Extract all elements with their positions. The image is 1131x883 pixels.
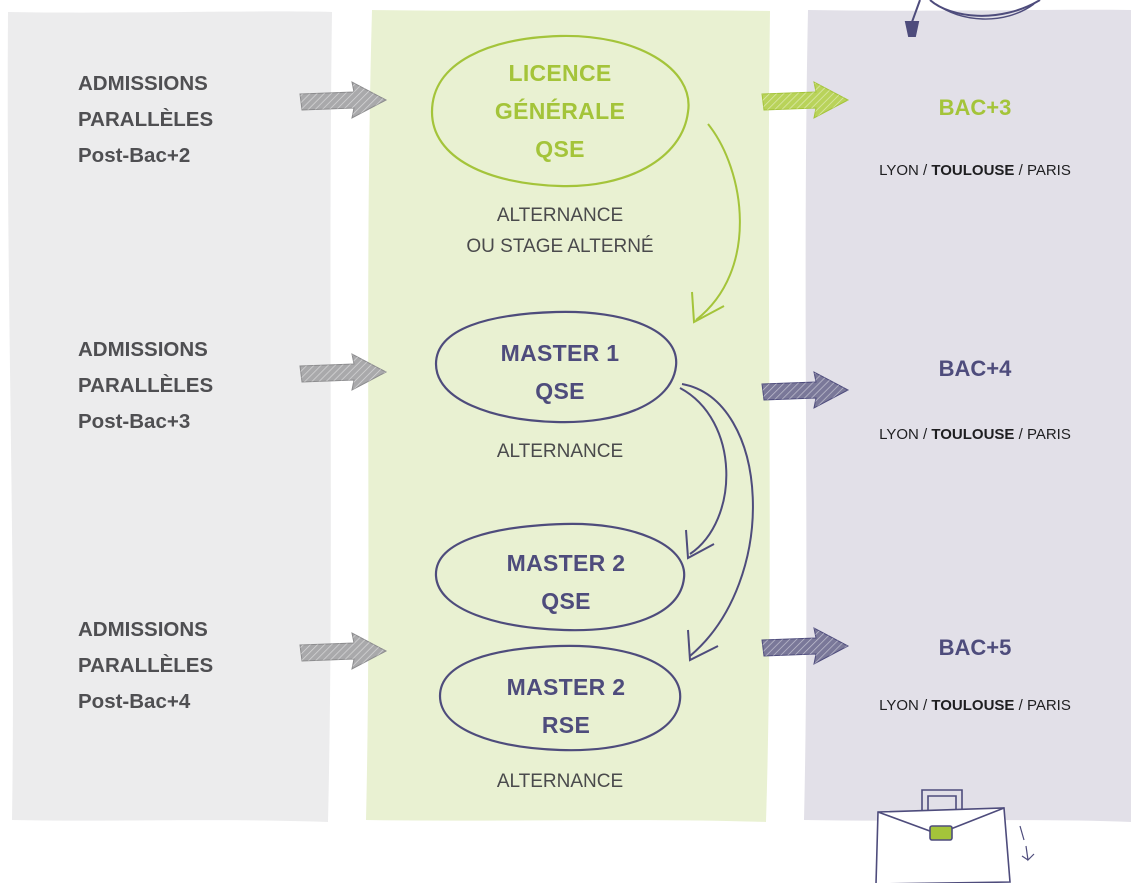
city-text: / PARIS [1014, 426, 1071, 443]
left-column-bg [7, 11, 332, 822]
city-highlight: TOULOUSE [931, 697, 1015, 714]
city-text: / PARIS [1014, 697, 1071, 714]
admission-post-bac4: ADMISSIONS PARALLÈLES Post-Bac+4 [78, 612, 298, 720]
admission-level: Post-Bac+3 [78, 410, 191, 433]
curve-arrow-master1-to-master2rse [681, 383, 754, 662]
city-text: LYON / [879, 162, 932, 179]
program-line: LICENCE [508, 60, 612, 86]
curve-arrow-master1-to-master2qse [679, 387, 728, 560]
cities-bac3: LYON / TOULOUSE / PARIS [835, 162, 1115, 179]
green-arrow-bac3 [761, 81, 850, 119]
cities-bac4: LYON / TOULOUSE / PARIS [835, 426, 1115, 443]
admission-level: Post-Bac+4 [78, 690, 191, 713]
program-line: QSE [535, 378, 585, 404]
gray-arrow-3 [299, 632, 388, 670]
navy-arrow-bac4 [761, 371, 850, 409]
admission-title: ADMISSIONS [78, 72, 208, 95]
program-line: RSE [541, 712, 591, 738]
licence-ellipse [430, 34, 690, 188]
licence-generale-qse: LICENCE GÉNÉRALE QSE [440, 54, 680, 168]
city-text: / PARIS [1014, 162, 1071, 179]
admission-post-bac3: ADMISSIONS PARALLÈLES Post-Bac+3 [78, 332, 298, 440]
level-bac4: BAC+4 [938, 356, 1012, 381]
level-bac5: BAC+5 [938, 635, 1012, 660]
master2-rse-ellipse [438, 644, 682, 752]
middle-column-bg [366, 10, 770, 822]
navy-arrow-bac5 [761, 627, 850, 665]
city-highlight: TOULOUSE [931, 426, 1015, 443]
gray-arrow-1 [299, 81, 388, 119]
admission-subtitle: PARALLÈLES [78, 108, 214, 131]
program-line: MASTER 1 [500, 340, 620, 366]
licence-mode: ALTERNANCE OU STAGE ALTERNÉ [410, 200, 710, 262]
right-column-bg [804, 9, 1131, 823]
admission-title: ADMISSIONS [78, 618, 208, 641]
city-text: LYON / [879, 697, 932, 714]
program-line: GÉNÉRALE [494, 98, 626, 124]
master2-qse-ellipse [434, 522, 686, 632]
master1-mode: ALTERNANCE [496, 441, 624, 462]
master2-qse: MASTER 2 QSE [446, 544, 686, 620]
graduation-cap-icon [904, 0, 1041, 37]
master1-qse: MASTER 1 QSE [440, 334, 680, 410]
cities-bac5: LYON / TOULOUSE / PARIS [835, 697, 1115, 714]
mode-line: ALTERNANCE [496, 205, 624, 226]
master2-rse: MASTER 2 RSE [446, 668, 686, 744]
briefcase-icon [875, 789, 1035, 883]
admission-subtitle: PARALLÈLES [78, 374, 214, 397]
program-line: QSE [535, 136, 585, 162]
level-bac3: BAC+3 [938, 95, 1012, 120]
mode-line: OU STAGE ALTERNÉ [466, 236, 654, 257]
admission-title: ADMISSIONS [78, 338, 208, 361]
program-line: MASTER 2 [506, 550, 626, 576]
program-line: QSE [541, 588, 591, 614]
program-line: MASTER 2 [506, 674, 626, 700]
admission-level: Post-Bac+2 [78, 144, 191, 167]
gray-arrow-2 [299, 353, 388, 391]
city-text: LYON / [879, 426, 932, 443]
master2-mode: ALTERNANCE [496, 771, 624, 792]
master1-ellipse [434, 310, 678, 424]
curve-arrow-licence-to-master1 [691, 123, 741, 324]
admission-post-bac2: ADMISSIONS PARALLÈLES Post-Bac+2 [78, 66, 298, 174]
city-highlight: TOULOUSE [931, 162, 1015, 179]
admission-subtitle: PARALLÈLES [78, 654, 214, 677]
